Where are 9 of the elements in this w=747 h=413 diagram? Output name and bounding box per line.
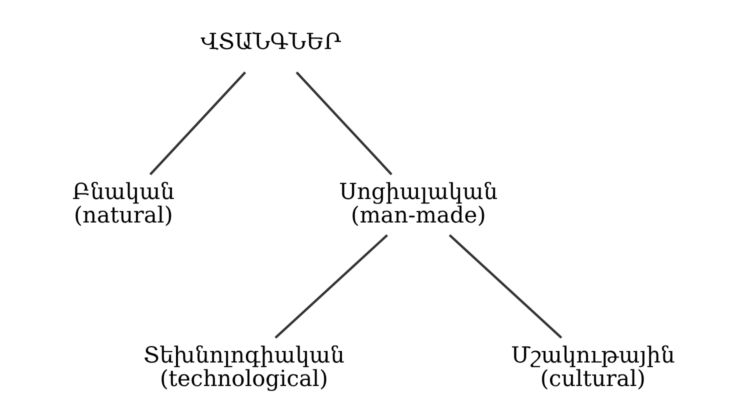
- node-text: Սոցիալական (man-made): [338, 178, 498, 229]
- connector: [295, 72, 392, 176]
- connector: [274, 234, 388, 339]
- node-text: Տեխնոլոգիական (technological): [142, 342, 344, 392]
- connector: [448, 234, 562, 339]
- connector: [148, 72, 246, 176]
- node-text: ՎՏԱՆԳՆԵՐ: [200, 28, 341, 55]
- node-text: Բնական (natural): [72, 178, 174, 229]
- node-text: Մշակութային (cultural): [510, 342, 674, 392]
